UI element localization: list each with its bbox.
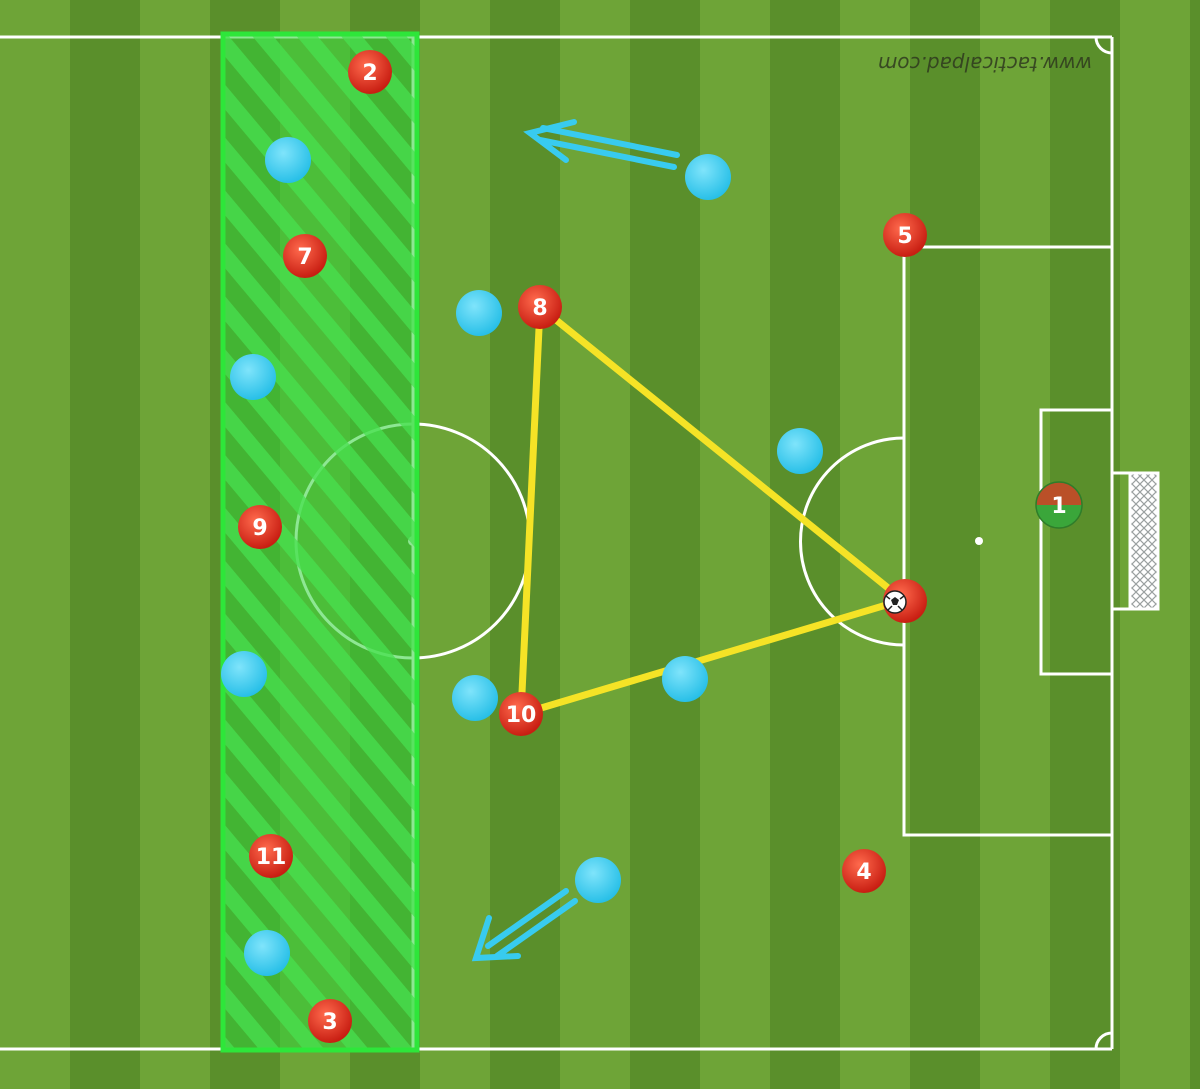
red-team: 2 7 9 11 3 8 10 5 bbox=[238, 50, 927, 1043]
blue-player[interactable] bbox=[662, 656, 708, 702]
red-player-5[interactable]: 5 bbox=[883, 213, 927, 257]
grass-stripe bbox=[490, 0, 560, 1089]
blue-player[interactable] bbox=[685, 154, 731, 200]
goalkeeper[interactable]: 1 bbox=[1035, 481, 1083, 529]
blue-player[interactable] bbox=[265, 137, 311, 183]
red-player-9[interactable]: 9 bbox=[238, 505, 282, 549]
player-number: 1 bbox=[1051, 494, 1066, 519]
player-number: 9 bbox=[252, 516, 267, 541]
penalty-spot bbox=[975, 537, 983, 545]
blue-player[interactable] bbox=[452, 675, 498, 721]
corner-arc-bottom bbox=[1094, 1031, 1113, 1050]
blue-player[interactable] bbox=[230, 354, 276, 400]
player-number: 7 bbox=[297, 245, 312, 270]
grass-stripe bbox=[140, 0, 210, 1089]
goal-area bbox=[1039, 408, 1114, 676]
player-number: 2 bbox=[362, 61, 377, 86]
blue-player[interactable] bbox=[777, 428, 823, 474]
grass-stripe bbox=[420, 0, 490, 1089]
player-number: 10 bbox=[506, 703, 537, 728]
player-number: 11 bbox=[256, 845, 287, 870]
player-number: 3 bbox=[322, 1010, 337, 1035]
grass-stripe bbox=[980, 0, 1050, 1089]
grass-stripe bbox=[70, 0, 140, 1089]
passing-triangle bbox=[517, 303, 907, 718]
red-player-4[interactable]: 4 bbox=[842, 849, 886, 893]
player-number: 5 bbox=[897, 224, 912, 249]
blue-player[interactable] bbox=[244, 930, 290, 976]
blue-player[interactable] bbox=[221, 651, 267, 697]
arrow-up-left bbox=[523, 119, 680, 170]
grass-stripe bbox=[560, 0, 630, 1089]
red-player-10[interactable]: 10 bbox=[499, 692, 543, 736]
red-player-11[interactable]: 11 bbox=[249, 834, 293, 878]
grass-stripe bbox=[1190, 0, 1200, 1089]
red-player-8[interactable]: 8 bbox=[518, 285, 562, 329]
grass-stripe bbox=[1050, 0, 1120, 1089]
blue-player[interactable] bbox=[575, 857, 621, 903]
arrow-down-left bbox=[471, 888, 578, 962]
grass-stripe bbox=[0, 0, 70, 1089]
soccer-ball-icon[interactable] bbox=[883, 590, 907, 614]
player-number: 4 bbox=[856, 860, 871, 885]
corner-arc-top bbox=[1094, 36, 1113, 55]
grass-stripe bbox=[840, 0, 910, 1089]
watermark: www.tacticalpad.com bbox=[878, 52, 1092, 76]
grass-stripe bbox=[910, 0, 980, 1089]
red-player-7[interactable]: 7 bbox=[283, 234, 327, 278]
red-player-2[interactable]: 2 bbox=[348, 50, 392, 94]
blue-team bbox=[221, 137, 823, 976]
goal-net-icon bbox=[1112, 471, 1160, 611]
blue-player[interactable] bbox=[456, 290, 502, 336]
player-number: 8 bbox=[532, 296, 547, 321]
penalty-arc bbox=[799, 436, 905, 647]
grass-stripe bbox=[770, 0, 840, 1089]
red-player-3[interactable]: 3 bbox=[308, 999, 352, 1043]
